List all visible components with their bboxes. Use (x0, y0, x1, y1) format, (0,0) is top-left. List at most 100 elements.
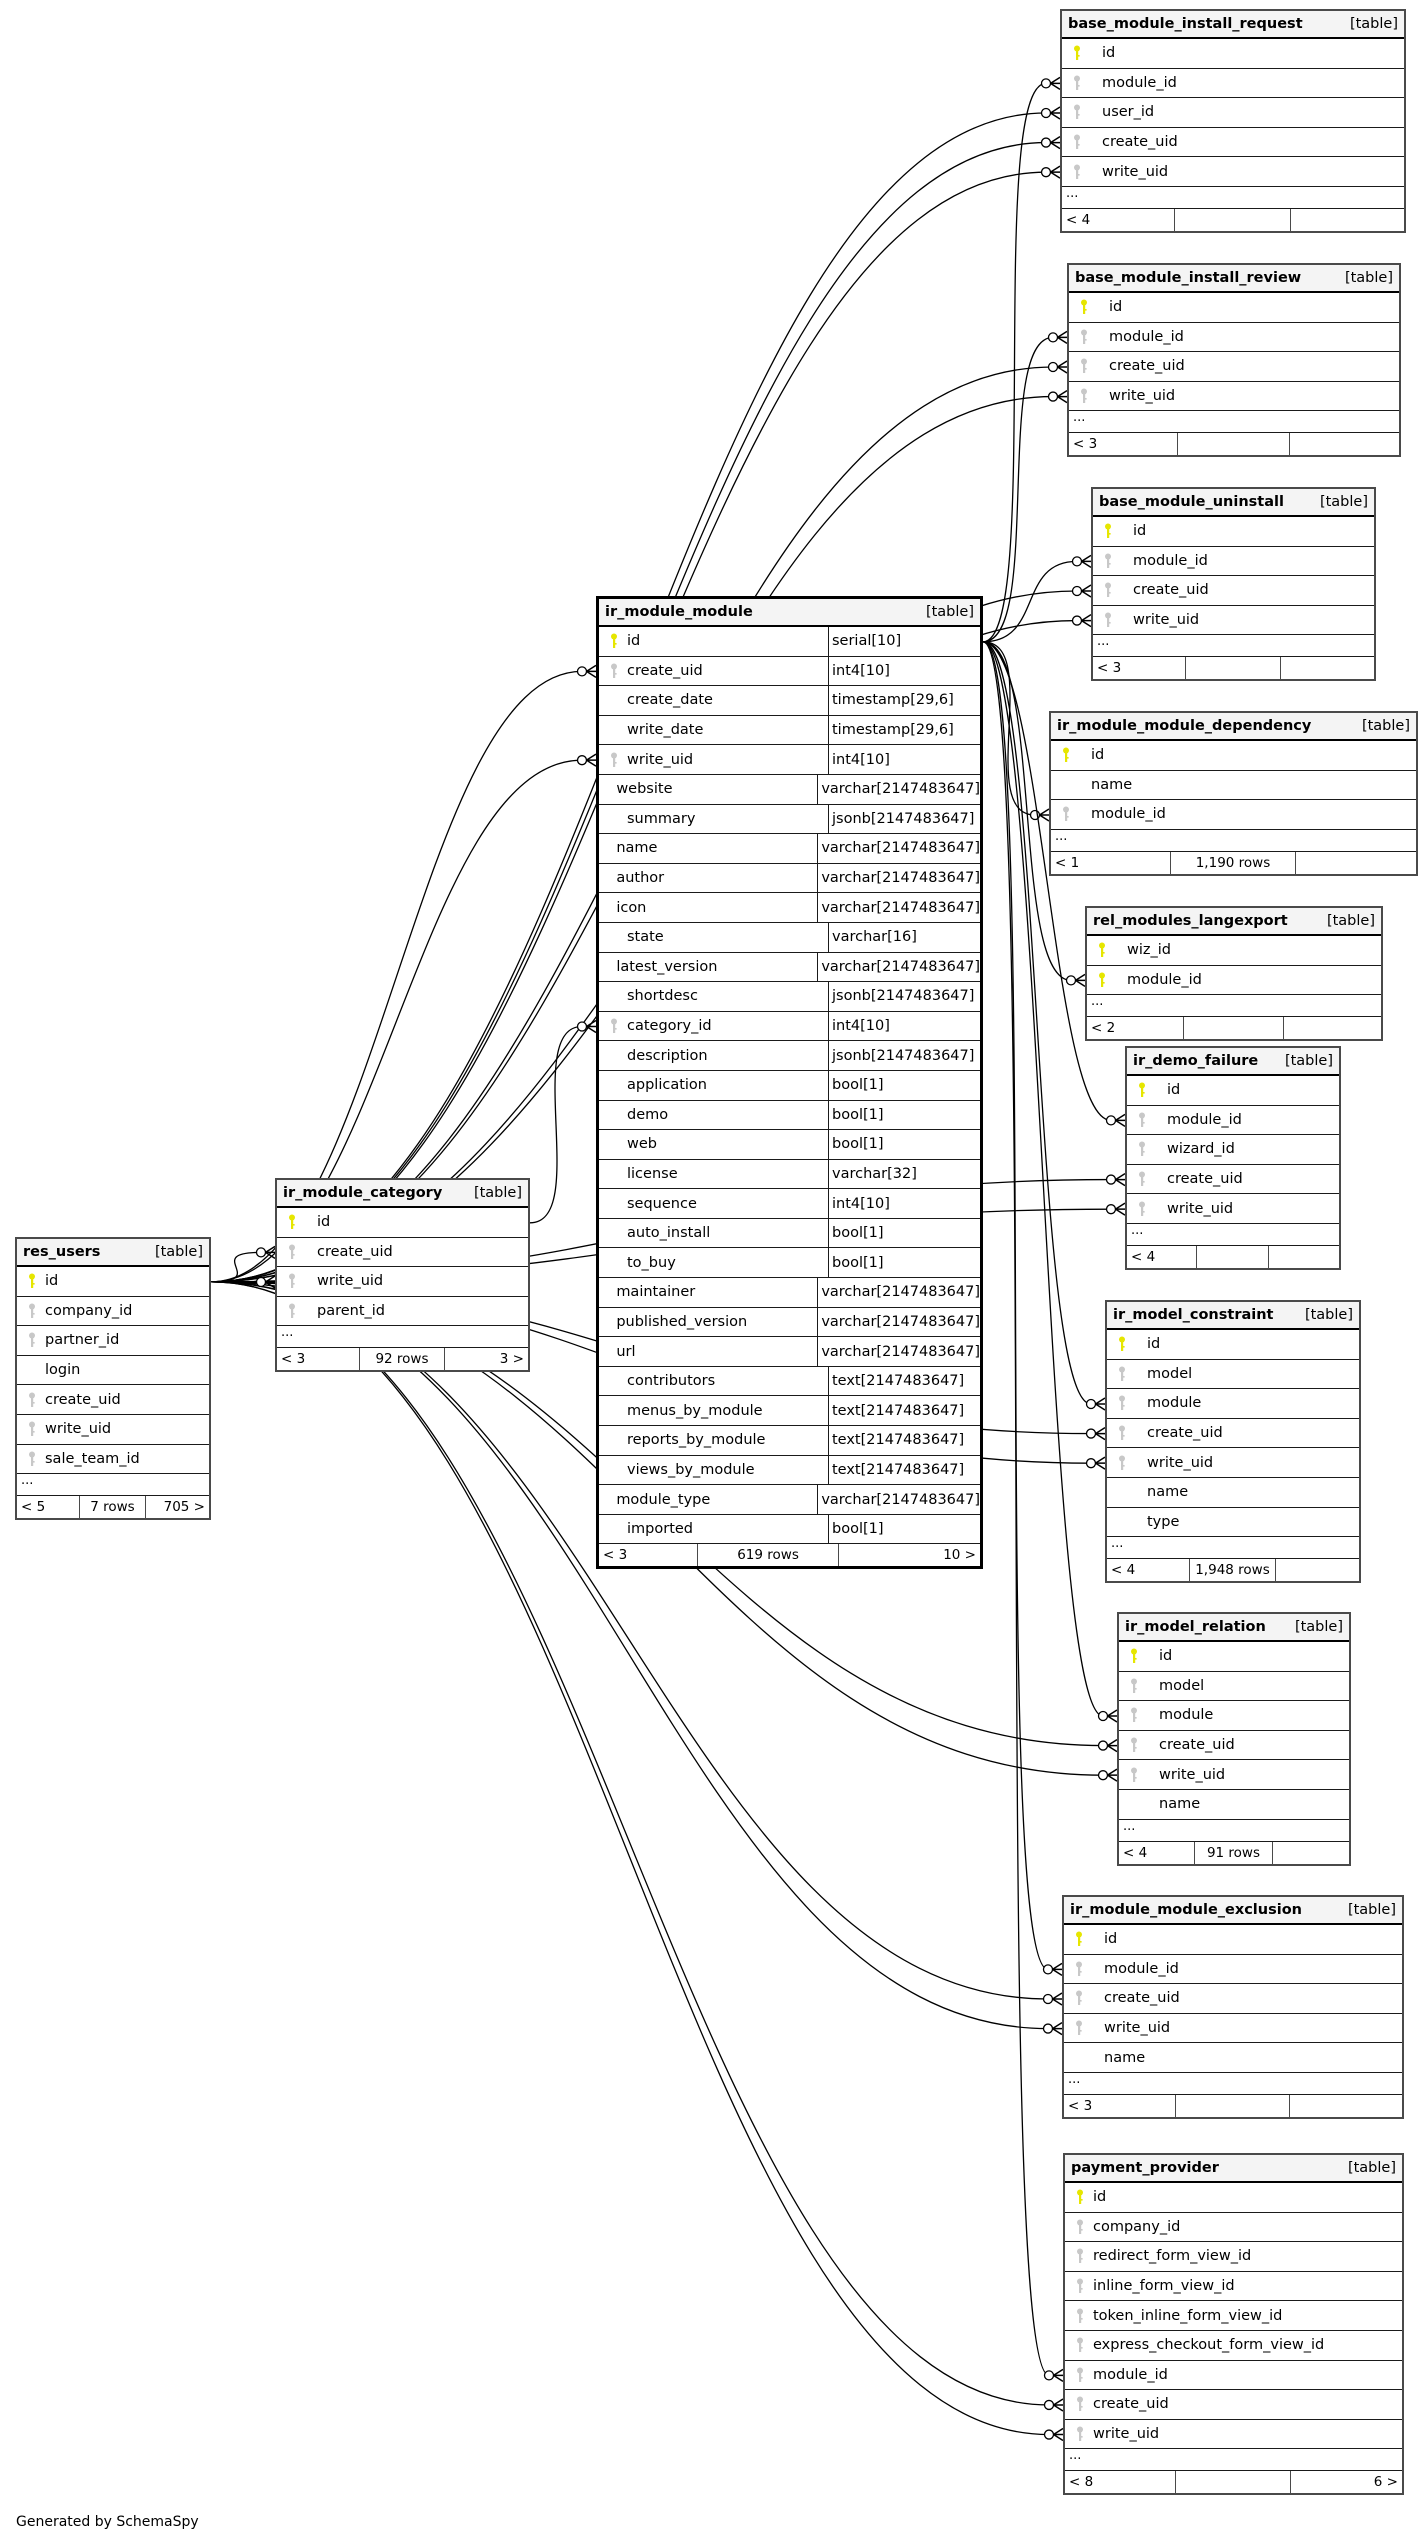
column-row[interactable]: id (1065, 2183, 1402, 2213)
column-row[interactable]: user_id (1062, 98, 1404, 128)
column-name[interactable]: id (1104, 1931, 1118, 1948)
more-columns-ellipsis[interactable]: ... (1093, 635, 1374, 658)
children-count-link[interactable] (1291, 209, 1404, 231)
column-name[interactable]: id (1093, 2189, 1107, 2206)
column-name[interactable]: company_id (45, 1302, 133, 1319)
column-row[interactable]: module_id (1069, 323, 1399, 353)
table-header[interactable]: rel_modules_langexport[table] (1087, 908, 1381, 936)
table-header[interactable]: ir_module_module_dependency[table] (1051, 713, 1416, 741)
column-name[interactable]: create_uid (317, 1243, 393, 1260)
column-row[interactable]: id (1069, 293, 1399, 323)
table-name[interactable]: base_module_uninstall (1099, 494, 1284, 510)
table-header[interactable]: ir_module_category[table] (277, 1180, 528, 1208)
parents-count-link[interactable]: < 3 (1093, 657, 1186, 680)
column-row[interactable]: login (17, 1356, 209, 1386)
column-name[interactable]: contributors (627, 1373, 716, 1390)
children-count-link[interactable] (1290, 2095, 1402, 2117)
column-row[interactable]: module_id (1087, 966, 1381, 996)
more-columns-ellipsis[interactable]: ... (1064, 2072, 1402, 2095)
more-columns-ellipsis[interactable]: ... (1087, 995, 1381, 1018)
column-row[interactable]: id (1107, 1330, 1359, 1360)
column-row[interactable]: module_id (1065, 2361, 1402, 2391)
parents-count-link[interactable]: < 3 (599, 1544, 699, 1567)
table-header[interactable]: ir_demo_failure[table] (1127, 1048, 1339, 1076)
table-header[interactable]: base_module_install_review[table] (1069, 265, 1399, 293)
children-count-link[interactable] (1276, 1559, 1359, 1581)
column-name[interactable]: user_id (1102, 104, 1155, 121)
column-name[interactable]: id (45, 1273, 59, 1290)
column-name[interactable]: express_checkout_form_view_id (1093, 2337, 1325, 2354)
column-row[interactable]: name (1119, 1790, 1349, 1820)
column-row[interactable]: create_uid (1093, 576, 1374, 606)
column-name[interactable]: reports_by_module (627, 1432, 766, 1449)
table-name[interactable]: ir_module_module (605, 604, 753, 620)
column-name[interactable]: login (45, 1362, 81, 1379)
column-name[interactable]: category_id (627, 1018, 712, 1035)
column-name[interactable]: name (1104, 2049, 1146, 2066)
column-name[interactable]: state (627, 929, 664, 946)
column-name[interactable]: demo (627, 1106, 669, 1123)
column-row[interactable]: id (277, 1208, 528, 1238)
column-row[interactable]: write_uid (1064, 2014, 1402, 2044)
more-columns-ellipsis[interactable]: ... (1051, 829, 1416, 852)
parents-count-link[interactable]: < 3 (277, 1348, 360, 1371)
more-columns-ellipsis[interactable]: ... (1069, 411, 1399, 434)
column-name[interactable]: create_uid (1167, 1171, 1243, 1188)
parents-count-link[interactable]: < 4 (1119, 1841, 1195, 1864)
column-row[interactable]: module (1119, 1701, 1349, 1731)
column-name[interactable]: name (1147, 1484, 1189, 1501)
column-name[interactable]: write_uid (1133, 612, 1200, 629)
column-name[interactable]: id (317, 1214, 331, 1231)
column-row[interactable]: create_uid (1107, 1419, 1359, 1449)
more-columns-ellipsis[interactable]: ... (1065, 2449, 1402, 2472)
column-name[interactable]: sale_team_id (45, 1450, 140, 1467)
column-name[interactable]: description (627, 1047, 708, 1064)
parents-count-link[interactable]: < 4 (1127, 1245, 1197, 1268)
column-name[interactable]: module_id (1167, 1111, 1242, 1128)
column-row[interactable]: write_uid (1069, 382, 1399, 412)
column-row[interactable]: name (1051, 771, 1416, 801)
column-name[interactable]: imported (627, 1521, 694, 1538)
column-name[interactable]: create_uid (1104, 1990, 1180, 2007)
column-row[interactable]: write_uid (1119, 1760, 1349, 1790)
column-name[interactable]: model (1159, 1677, 1205, 1694)
column-name[interactable]: summary (627, 810, 696, 827)
table-name[interactable]: ir_module_module_dependency (1057, 718, 1312, 734)
column-name[interactable]: maintainer (616, 1284, 696, 1301)
column-row[interactable]: name (1107, 1478, 1359, 1508)
parents-count-link[interactable]: < 1 (1051, 851, 1172, 874)
children-count-link[interactable] (1281, 657, 1374, 679)
column-name[interactable]: module_id (1093, 2366, 1168, 2383)
children-count-link[interactable] (1296, 852, 1416, 874)
more-columns-ellipsis[interactable]: ... (17, 1474, 209, 1497)
column-row[interactable]: id (1127, 1076, 1339, 1106)
more-columns-ellipsis[interactable]: ... (1119, 1819, 1349, 1842)
